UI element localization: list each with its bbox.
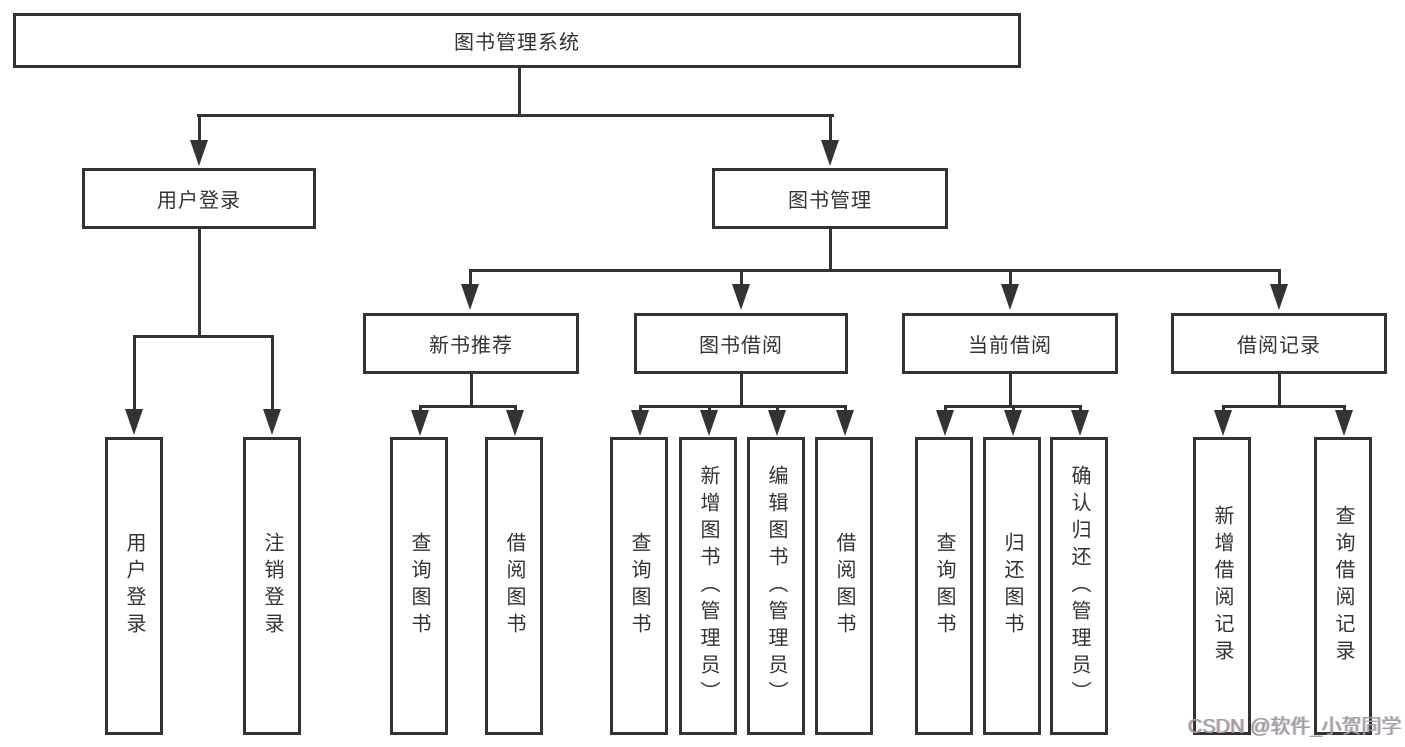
connector-line	[776, 405, 779, 413]
connector-line	[639, 405, 642, 413]
connector-line	[1009, 374, 1012, 405]
leaf-label: 查询图书	[628, 532, 650, 640]
connector-line	[1278, 374, 1281, 405]
arrow-down-icon	[125, 409, 143, 435]
connector-line	[197, 114, 834, 117]
connector-line	[1222, 405, 1346, 408]
connector-line	[271, 335, 274, 410]
leaf-add-borrow-record: 新增借阅记录	[1193, 437, 1251, 735]
connector-line	[639, 405, 847, 408]
connector-line	[1079, 405, 1082, 413]
leaf-query-borrow-record: 查询借阅记录	[1314, 437, 1372, 735]
arrow-down-icon	[1335, 410, 1353, 436]
connector-line	[708, 405, 711, 413]
leaf-label: 新增借阅记录	[1211, 505, 1233, 667]
connector-line	[829, 229, 832, 271]
connector-line	[1009, 269, 1012, 287]
arrow-down-icon	[1214, 410, 1232, 436]
connector-line	[198, 114, 201, 144]
arrow-down-icon	[821, 140, 839, 166]
leaf-label: 查询借阅记录	[1332, 505, 1354, 667]
arrow-down-icon	[936, 410, 954, 436]
leaf-label: 借阅图书	[503, 532, 525, 640]
node-new-book-recommendation: 新书推荐	[363, 313, 579, 374]
connector-line	[1222, 405, 1225, 413]
leaf-borrow-books: 借阅图书	[815, 437, 873, 735]
arrow-down-icon	[1004, 410, 1022, 436]
leaf-label: 查询图书	[408, 532, 430, 640]
connector-line	[198, 229, 201, 335]
arrow-down-icon	[732, 284, 750, 310]
arrow-down-icon	[1071, 410, 1089, 436]
connector-line	[844, 405, 847, 413]
connector-line	[469, 269, 1281, 272]
node-borrowing-records: 借阅记录	[1171, 313, 1387, 374]
connector-line	[419, 405, 422, 413]
connector-line	[133, 335, 274, 338]
leaf-return-books: 归还图书	[983, 437, 1041, 735]
node-book-management: 图书管理	[712, 168, 948, 229]
leaf-label: 查询图书	[933, 532, 955, 640]
leaf-query-books-current: 查询图书	[915, 437, 973, 735]
arrow-down-icon	[700, 410, 718, 436]
connector-line	[740, 269, 743, 287]
leaf-borrow-books-recommend: 借阅图书	[485, 437, 543, 735]
node-library-management-system: 图书管理系统	[13, 13, 1021, 68]
leaf-label: 借阅图书	[833, 532, 855, 640]
watermark: CSDN @软件_小贺同学	[1188, 716, 1402, 738]
arrow-down-icon	[411, 410, 429, 436]
connector-line	[740, 374, 743, 405]
arrow-down-icon	[836, 410, 854, 436]
connector-line	[470, 374, 473, 405]
connector-line	[829, 114, 832, 144]
arrow-down-icon	[461, 284, 479, 310]
arrow-down-icon	[631, 410, 649, 436]
arrow-down-icon	[1270, 284, 1288, 310]
node-current-borrowing: 当前借阅	[902, 313, 1118, 374]
connector-line	[1343, 405, 1346, 413]
leaf-label: 归还图书	[1001, 532, 1023, 640]
leaf-add-books-admin: 新增图书（管理员）	[679, 437, 737, 735]
connector-line	[133, 335, 136, 410]
leaf-label: 编辑图书（管理员）	[765, 464, 787, 708]
connector-line	[944, 405, 947, 413]
connector-line	[419, 405, 517, 408]
leaf-label: 新增图书（管理员）	[697, 464, 719, 708]
arrow-down-icon	[1001, 284, 1019, 310]
connector-line	[469, 269, 472, 287]
leaf-query-books-borrowing: 查询图书	[610, 437, 668, 735]
connector-line	[518, 66, 521, 114]
arrow-down-icon	[263, 409, 281, 435]
connector-line	[1012, 405, 1015, 413]
node-book-borrowing: 图书借阅	[634, 313, 848, 374]
connector-line	[514, 405, 517, 413]
arrow-down-icon	[768, 410, 786, 436]
connector-line	[1278, 269, 1281, 287]
arrow-down-icon	[190, 140, 208, 166]
leaf-label: 用户登录	[123, 532, 145, 640]
leaf-query-books-recommend: 查询图书	[390, 437, 448, 735]
node-user-login: 用户登录	[82, 168, 316, 229]
leaf-label: 确认归还（管理员）	[1068, 464, 1090, 708]
arrow-down-icon	[506, 410, 524, 436]
leaf-user-login: 用户登录	[105, 437, 163, 735]
leaf-logout: 注销登录	[243, 437, 301, 735]
leaf-edit-books-admin: 编辑图书（管理员）	[747, 437, 805, 735]
leaf-label: 注销登录	[261, 532, 283, 640]
leaf-confirm-return-admin: 确认归还（管理员）	[1050, 437, 1108, 735]
